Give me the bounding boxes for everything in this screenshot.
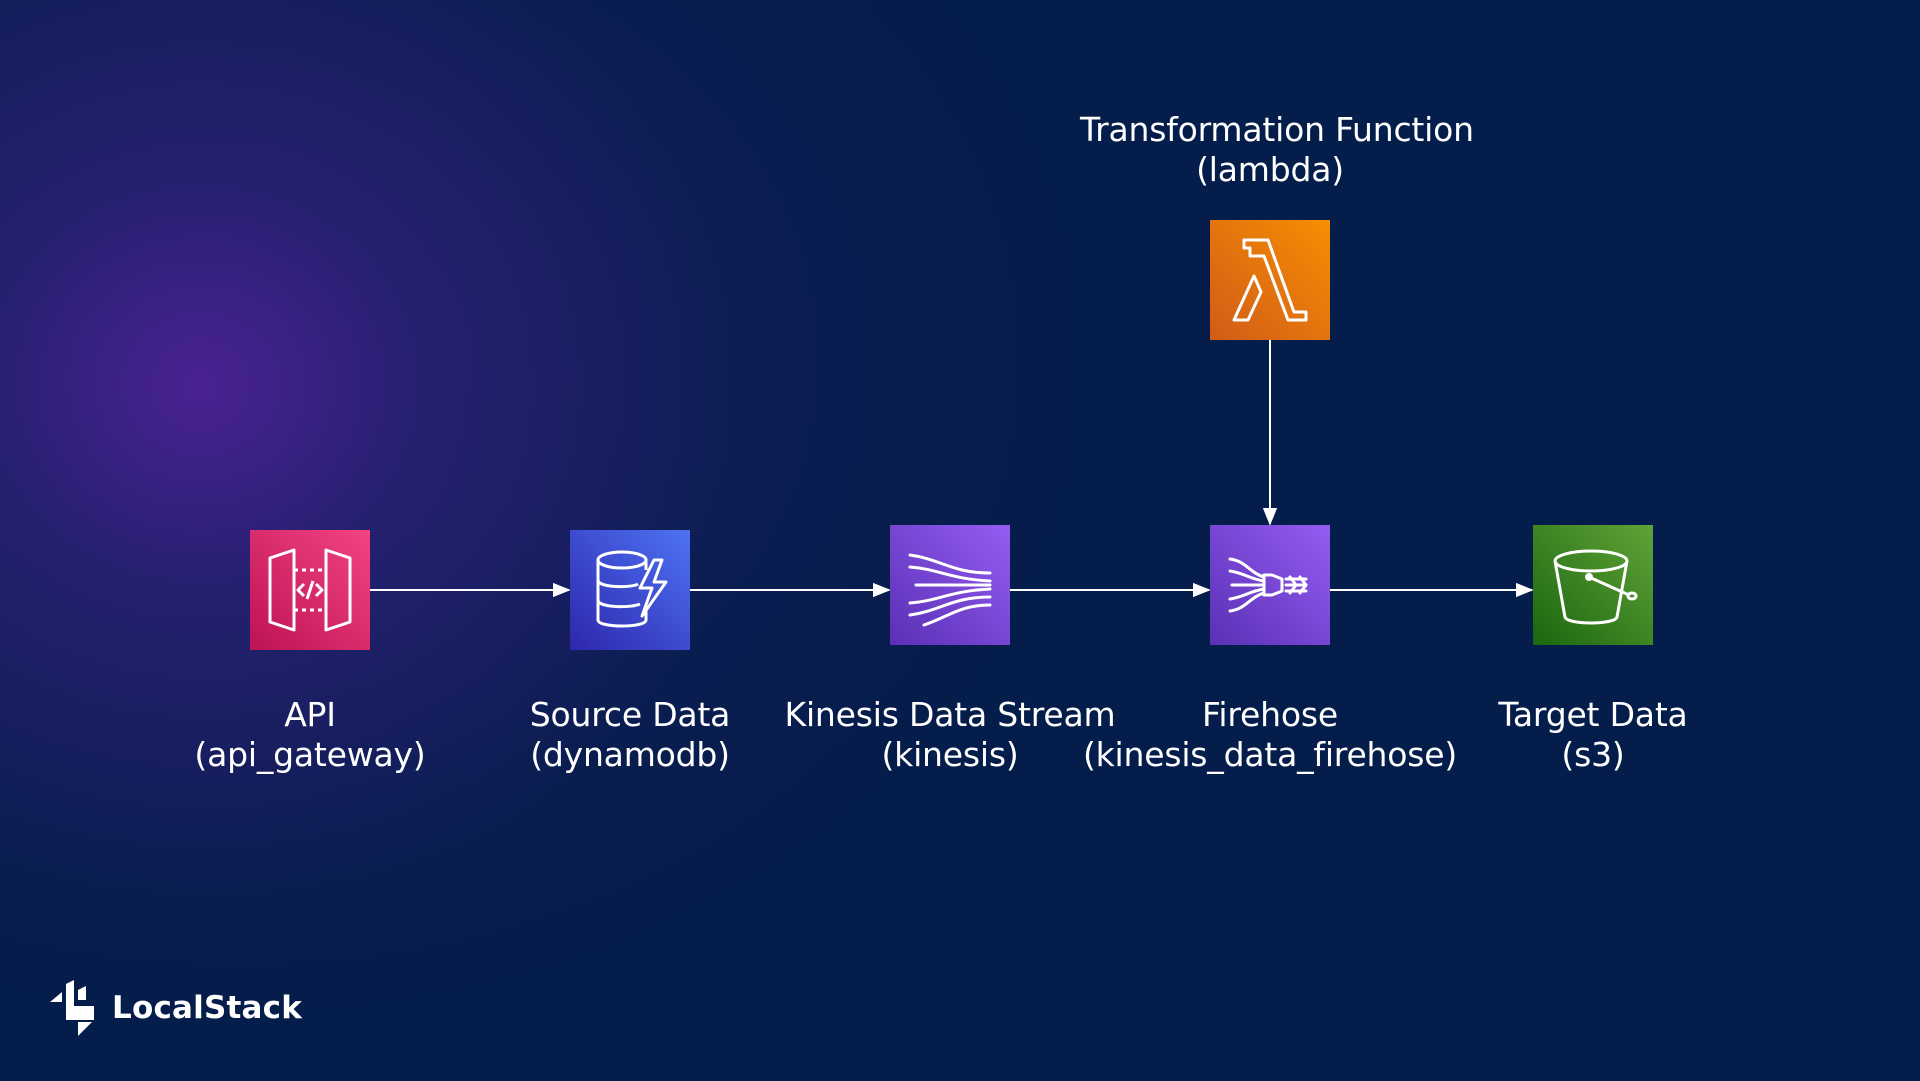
node-label-target: Target Data (s3) (1403, 695, 1783, 775)
node-subtitle: (kinesis_data_firehose) (1082, 735, 1458, 774)
api-gateway-icon[interactable] (250, 530, 370, 650)
localstack-logo: LocalStack (48, 980, 302, 1036)
node-title: Firehose (1202, 695, 1338, 734)
node-subtitle: (api_gateway) (194, 735, 426, 774)
node-title: Kinesis Data Stream (784, 695, 1116, 734)
node-subtitle: (dynamodb) (530, 735, 730, 774)
kinesis-icon[interactable] (890, 525, 1010, 645)
node-label-api: API (api_gateway) (120, 695, 500, 775)
brand-name: LocalStack (112, 990, 303, 1026)
node-label-lambda: Transformation Function (lambda) (1080, 110, 1474, 190)
node-title: Transformation Function (1080, 110, 1474, 149)
s3-bucket-icon[interactable] (1533, 525, 1653, 645)
node-title: Source Data (529, 695, 731, 734)
node-subtitle: (s3) (1561, 735, 1625, 774)
dynamodb-icon[interactable] (570, 530, 690, 650)
node-label-source: Source Data (dynamodb) (440, 695, 820, 775)
firehose-icon[interactable] (1210, 525, 1330, 645)
node-title: Target Data (1498, 695, 1688, 734)
node-subtitle: (lambda) (1196, 150, 1344, 189)
node-label-firehose: Firehose (kinesis_data_firehose) (1080, 695, 1460, 775)
node-subtitle: (kinesis) (881, 735, 1019, 774)
localstack-logo-icon (50, 980, 94, 1036)
node-label-stream: Kinesis Data Stream (kinesis) (760, 695, 1140, 775)
lambda-icon[interactable] (1210, 220, 1330, 340)
node-title: API (284, 695, 336, 734)
